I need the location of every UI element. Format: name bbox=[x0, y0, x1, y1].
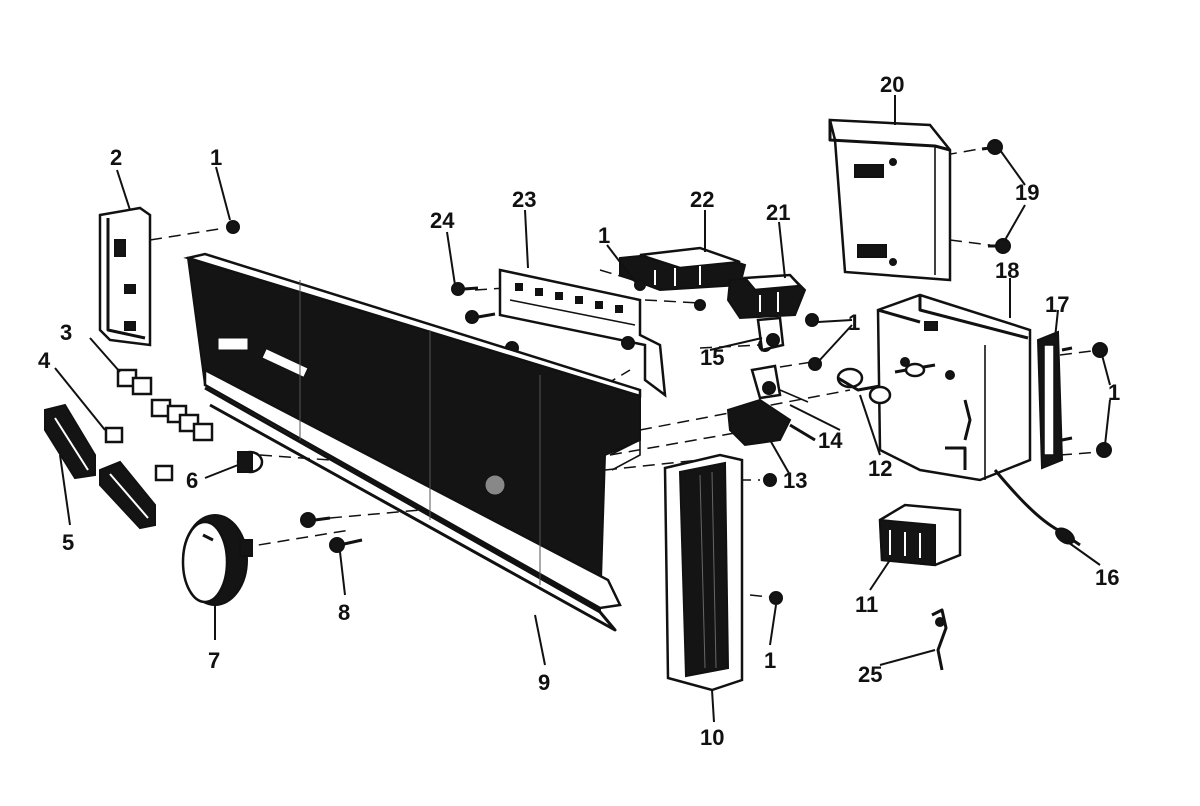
part-9-control-panel bbox=[183, 252, 642, 632]
part-14-clip bbox=[750, 364, 809, 403]
screw-icon bbox=[634, 279, 646, 291]
callout-7: 7 bbox=[208, 648, 220, 673]
part-5-button-strips bbox=[44, 403, 156, 530]
part-15-clip bbox=[756, 316, 785, 352]
part-23-bracket bbox=[498, 268, 667, 398]
part-3-push-buttons bbox=[116, 368, 214, 442]
part-7-knob bbox=[181, 514, 253, 606]
part-4-insert bbox=[104, 426, 174, 482]
part-17-terminal-strip bbox=[1036, 330, 1073, 470]
callout-17: 17 bbox=[1045, 292, 1069, 317]
part-18-control-box bbox=[876, 293, 1032, 482]
callout-8: 8 bbox=[338, 600, 350, 625]
screw-icon bbox=[763, 473, 777, 487]
part-1-screw-left bbox=[226, 220, 240, 234]
callout-1-mid: 1 bbox=[598, 223, 610, 248]
callout-16: 16 bbox=[1095, 565, 1119, 590]
screw-icon bbox=[988, 238, 1011, 254]
callout-24: 24 bbox=[430, 208, 455, 233]
part-1-screws-right bbox=[1092, 342, 1112, 458]
part-1-screws-lower bbox=[763, 473, 783, 605]
screw-icon bbox=[694, 299, 706, 311]
screw-icon bbox=[300, 512, 331, 528]
callout-21: 21 bbox=[766, 200, 790, 225]
screw-icon bbox=[805, 313, 819, 327]
callout-1-right-upper: 1 bbox=[848, 310, 860, 335]
callout-22: 22 bbox=[690, 187, 714, 212]
callout-13: 13 bbox=[783, 468, 807, 493]
callout-18: 18 bbox=[995, 258, 1019, 283]
callout-25: 25 bbox=[858, 662, 882, 687]
callout-9: 9 bbox=[538, 670, 550, 695]
part-12-switch bbox=[836, 362, 936, 405]
part-11-relay-block bbox=[878, 503, 962, 567]
callout-14: 14 bbox=[818, 428, 843, 453]
callout-15: 15 bbox=[700, 345, 724, 370]
part-19-screws bbox=[981, 139, 1011, 254]
callout-2: 2 bbox=[110, 145, 122, 170]
screw-icon bbox=[329, 537, 363, 553]
screw-icon bbox=[451, 282, 479, 296]
screw-icon bbox=[769, 591, 783, 605]
callout-1-lower: 1 bbox=[764, 648, 776, 673]
part-25-clip bbox=[931, 608, 948, 671]
part-10-grille-panel bbox=[663, 453, 744, 692]
callout-10: 10 bbox=[700, 725, 724, 750]
part-13-bracket bbox=[726, 398, 816, 447]
callout-labels: 1 2 3 4 5 6 7 8 9 10 1 11 12 13 14 15 16… bbox=[38, 72, 1120, 750]
screw-icon bbox=[981, 139, 1003, 155]
screw-icon bbox=[1096, 442, 1112, 458]
callout-12: 12 bbox=[868, 456, 892, 481]
part-2-side-bracket bbox=[98, 206, 152, 347]
screw-icon bbox=[226, 220, 240, 234]
callout-6: 6 bbox=[186, 468, 198, 493]
part-6-knob-shaft bbox=[236, 450, 264, 474]
callout-5: 5 bbox=[62, 530, 74, 555]
part-20-cover-plate bbox=[828, 118, 952, 282]
callout-3: 3 bbox=[60, 320, 72, 345]
callout-20: 20 bbox=[880, 72, 904, 97]
callout-23: 23 bbox=[512, 187, 536, 212]
callout-1-far-right: 1 bbox=[1108, 380, 1120, 405]
callout-11: 11 bbox=[855, 592, 878, 617]
callout-19: 19 bbox=[1015, 180, 1039, 205]
part-8-screws bbox=[300, 512, 363, 553]
leader-lines bbox=[54, 95, 1111, 723]
part-21-switch bbox=[726, 273, 807, 320]
screw-icon bbox=[621, 336, 635, 350]
part-16-wire-lead bbox=[993, 469, 1081, 547]
callout-1: 1 bbox=[210, 145, 222, 170]
screw-icon bbox=[1092, 342, 1108, 358]
callout-4: 4 bbox=[38, 348, 51, 373]
screw-icon bbox=[465, 310, 496, 324]
